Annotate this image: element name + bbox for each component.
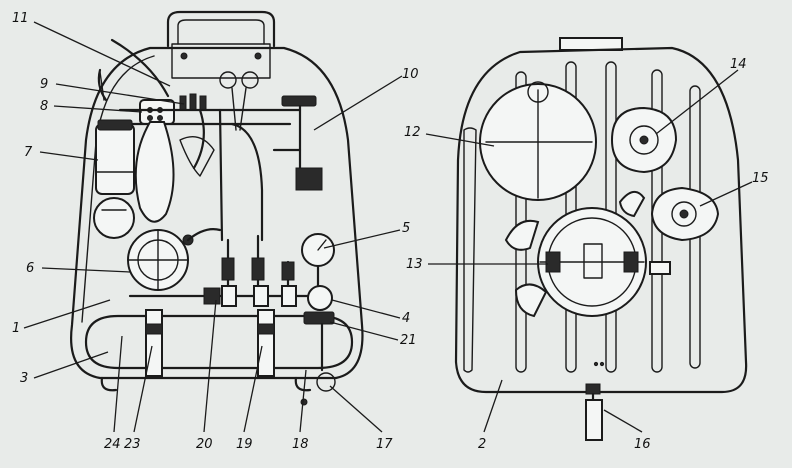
label-10: 10 bbox=[402, 67, 419, 82]
label-24: 24 bbox=[104, 437, 121, 452]
carry-handle bbox=[166, 10, 276, 48]
label-7: 7 bbox=[24, 145, 33, 160]
label-4: 4 bbox=[402, 311, 410, 326]
front-view bbox=[70, 10, 364, 406]
breathing-bag bbox=[134, 121, 175, 223]
label-5: 5 bbox=[402, 221, 410, 236]
callout-labels: 11 9 8 7 6 1 3 24 23 20 19 18 17 21 4 5 … bbox=[12, 11, 769, 452]
label-17: 17 bbox=[376, 437, 393, 452]
back-view bbox=[454, 37, 748, 441]
scissors bbox=[219, 71, 259, 131]
label-15: 15 bbox=[752, 171, 769, 186]
bottle bbox=[95, 123, 135, 195]
label-8: 8 bbox=[40, 99, 48, 114]
leader-lines bbox=[23, 21, 753, 433]
flow-valve bbox=[272, 95, 323, 191]
label-20: 20 bbox=[196, 437, 213, 452]
valve-block bbox=[139, 99, 175, 125]
label-2: 2 bbox=[478, 437, 486, 452]
face-mask bbox=[93, 197, 135, 239]
label-1: 1 bbox=[12, 321, 20, 336]
label-13: 13 bbox=[406, 257, 423, 272]
label-14: 14 bbox=[730, 57, 747, 72]
label-16: 16 bbox=[634, 437, 651, 452]
label-3: 3 bbox=[20, 371, 28, 386]
label-11: 11 bbox=[12, 11, 29, 26]
bottom-hose bbox=[585, 399, 603, 441]
mounting-plate bbox=[171, 43, 271, 79]
label-12: 12 bbox=[404, 125, 421, 140]
top-latch bbox=[559, 37, 623, 51]
label-19: 19 bbox=[236, 437, 253, 452]
label-21: 21 bbox=[400, 333, 417, 348]
label-18: 18 bbox=[292, 437, 309, 452]
strap-right bbox=[257, 309, 275, 377]
label-6: 6 bbox=[26, 261, 34, 276]
label-23: 23 bbox=[124, 437, 141, 452]
case-outline-front bbox=[70, 46, 364, 380]
label-9: 9 bbox=[40, 77, 48, 92]
